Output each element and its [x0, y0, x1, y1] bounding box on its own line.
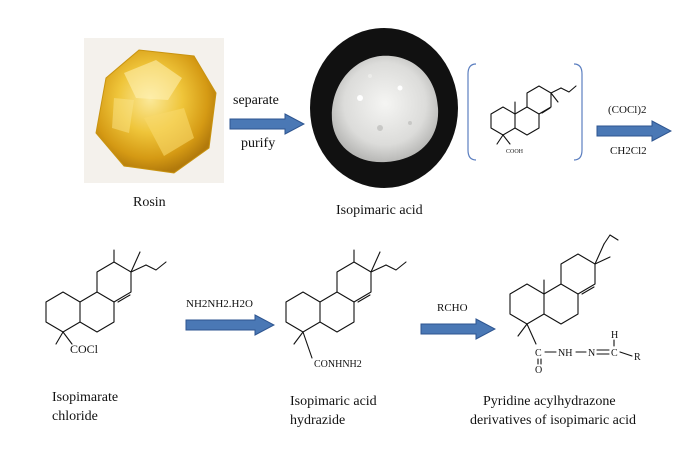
rosin-photo: [84, 38, 224, 183]
arrow2-reagent: (COCl)2: [608, 104, 647, 116]
arrow2-solvent: CH2Cl2: [610, 145, 647, 157]
arrow-separate-purify: [229, 113, 305, 135]
conhnh2-group: CONHNH2: [314, 359, 362, 370]
r-group: R: [634, 352, 641, 363]
acylhydrazone-structure: C O NH N C H R: [509, 234, 641, 376]
carbonyl-o: O: [535, 365, 542, 376]
product-label-line2: derivatives of isopimaric acid: [470, 413, 636, 428]
product-label-line1: Pyridine acylhydrazone: [483, 394, 616, 409]
arrow-hydrazine: [185, 314, 275, 336]
chloride-label-line2: chloride: [52, 409, 98, 424]
isopimaric-acid-structure: COOH: [467, 63, 583, 161]
ch-h-atom: H: [611, 330, 618, 341]
arrow-rcho: [420, 318, 496, 340]
powder-photo: [310, 28, 458, 188]
powder-label: Isopimaric acid: [336, 203, 423, 218]
hydrazide-label-line2: hydrazide: [290, 413, 346, 428]
arrow4-reagent: RCHO: [437, 302, 468, 314]
hydrazide-structure: CONHNH2: [285, 249, 407, 370]
nh-atom: NH: [558, 348, 572, 359]
n-atom: N: [588, 348, 595, 359]
carbonyl-c: C: [535, 348, 542, 359]
arrow3-reagent: NH2NH2.H2O: [186, 298, 253, 310]
rosin-label: Rosin: [133, 195, 166, 210]
arrow1-label-bottom: purify: [241, 136, 276, 151]
cocl-group: COCl: [70, 342, 99, 356]
arrow-oxalyl-chloride: [596, 120, 672, 142]
isopimarate-chloride-structure: COCl: [45, 249, 167, 356]
arrow1-label-top: separate: [233, 93, 279, 108]
cooh-group: COOH: [506, 149, 524, 155]
chloride-label-line1: Isopimarate: [52, 390, 119, 405]
hydrazide-label-line1: Isopimaric acid: [290, 394, 377, 409]
ch-c-atom: C: [611, 348, 618, 359]
